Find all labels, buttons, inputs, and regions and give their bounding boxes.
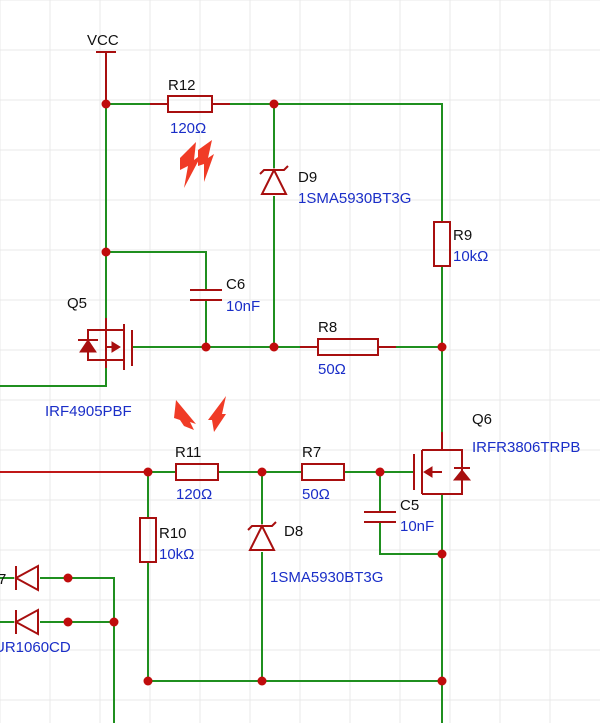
annotation-arrow-r12-right xyxy=(198,140,214,182)
junction-dots xyxy=(63,99,447,686)
r10-ref: R10 xyxy=(159,525,187,542)
d9-ref: D9 xyxy=(298,169,317,186)
r11-value: 120Ω xyxy=(176,486,212,503)
r9-ref: R9 xyxy=(453,227,472,244)
mosfet-q6[interactable]: Q6 IRFR3806TRPB xyxy=(413,411,580,495)
resistor-r7[interactable]: R7 50Ω xyxy=(301,444,345,503)
resistor-r11[interactable]: R11 120Ω xyxy=(175,444,219,503)
zener-diode-d8[interactable]: D8 1SMA5930BT3G xyxy=(247,521,383,586)
d8-ref: D8 xyxy=(284,523,303,540)
r8-value: 50Ω xyxy=(318,361,346,378)
diode-lower-value: UR1060CD xyxy=(0,639,71,656)
q5-ref: Q5 xyxy=(67,295,87,312)
diode-lower-left[interactable]: 7 UR1060CD xyxy=(0,564,71,656)
diode-lower-ref: 7 xyxy=(0,571,6,588)
c6-ref: C6 xyxy=(226,276,245,293)
c6-value: 10nF xyxy=(226,298,260,315)
q6-ref: Q6 xyxy=(472,411,492,428)
capacitor-c6[interactable]: C6 10nF xyxy=(190,276,260,315)
annotation-arrow-r12-left xyxy=(180,142,202,188)
r7-value: 50Ω xyxy=(302,486,330,503)
zener-diode-d9[interactable]: D9 1SMA5930BT3G xyxy=(259,165,411,207)
d8-value: 1SMA5930BT3G xyxy=(270,569,383,586)
annotation-arrow-r11-left xyxy=(174,400,196,430)
resistor-r10[interactable]: R10 10kΩ xyxy=(139,517,194,563)
vcc-label: VCC xyxy=(87,32,119,49)
d9-value: 1SMA5930BT3G xyxy=(298,190,411,207)
q5-value: IRF4905PBF xyxy=(45,403,132,420)
c5-ref: C5 xyxy=(400,497,419,514)
r12-value: 120Ω xyxy=(170,120,206,137)
r9-value: 10kΩ xyxy=(453,248,488,265)
resistor-r8[interactable]: R8 50Ω xyxy=(300,319,396,378)
capacitor-c5[interactable]: C5 10nF xyxy=(364,497,434,535)
annotation-arrow-r11-right xyxy=(208,396,226,432)
vcc-port: VCC xyxy=(87,32,119,104)
q6-value: IRFR3806TRPB xyxy=(472,439,580,456)
r12-ref: R12 xyxy=(168,77,196,94)
resistor-r12[interactable]: R12 120Ω xyxy=(150,77,230,137)
r11-ref: R11 xyxy=(175,444,201,461)
mosfet-q5[interactable]: Q5 IRF4905PBF xyxy=(45,295,133,420)
r7-ref: R7 xyxy=(302,444,321,461)
r10-value: 10kΩ xyxy=(159,546,194,563)
resistor-r9[interactable]: R9 10kΩ xyxy=(433,221,488,267)
r8-ref: R8 xyxy=(318,319,337,336)
c5-value: 10nF xyxy=(400,518,434,535)
